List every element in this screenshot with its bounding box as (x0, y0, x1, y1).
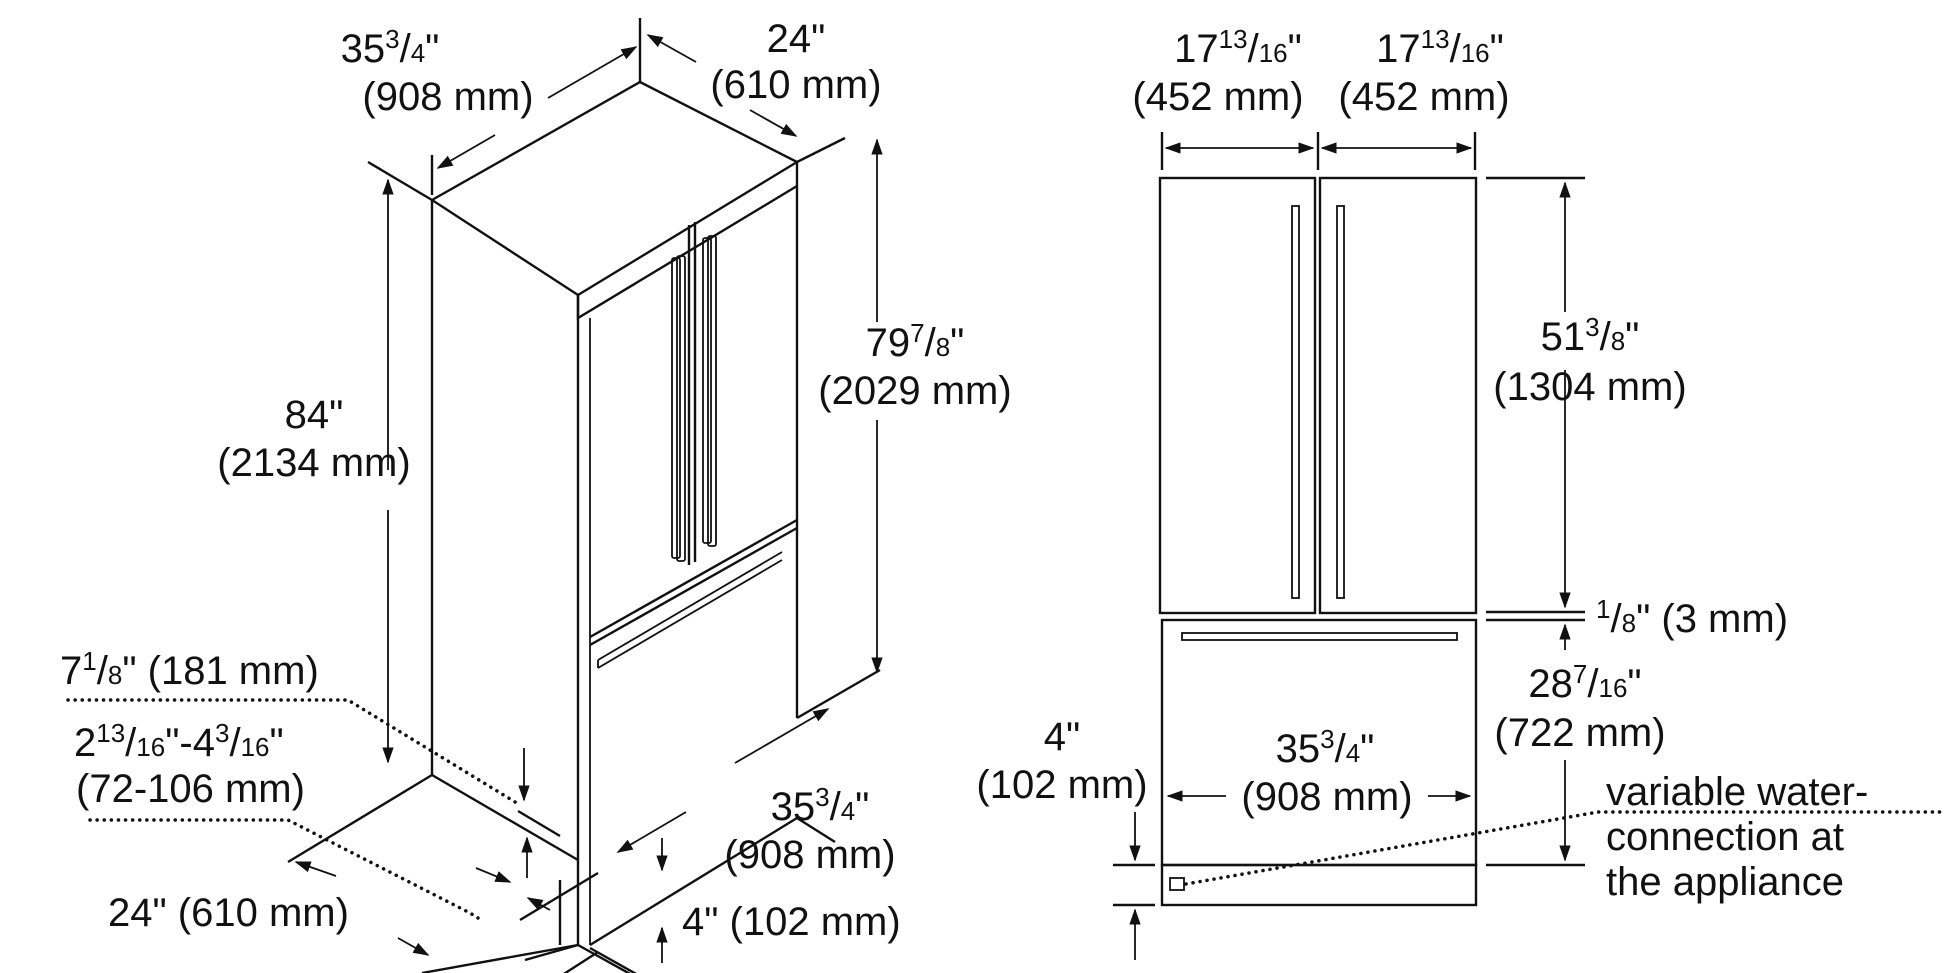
front-left-door-width-mm: (452 mm) (1132, 75, 1303, 119)
front-overall-width-label: 353/4" (1276, 724, 1375, 771)
iso-cabinet-height-mm: (2029 mm) (818, 369, 1011, 413)
iso-base-width-label: 353/4" (771, 782, 870, 829)
water-connection-note-line2: connection at (1606, 815, 1844, 859)
front-right-door-width-label: 1713/16" (1376, 24, 1504, 71)
front-dimension-arrows (1129, 142, 1571, 960)
water-connection-icon (1169, 877, 1185, 891)
water-connection-leader (1184, 810, 1946, 886)
iso-water-range-mm: (72-106 mm) (76, 767, 305, 811)
isometric-floor-lines (287, 18, 881, 973)
iso-top-depth-label: 24" (767, 17, 826, 61)
isometric-cabinet-outline (429, 80, 800, 945)
iso-top-width-mm: (908 mm) (362, 75, 533, 119)
water-offset-leader (66, 698, 522, 807)
front-left-door-width-label: 1713/16" (1174, 24, 1302, 71)
isometric-view: 353/4" (908 mm) 24" (610 mm) 84" (2134 m… (60, 17, 1012, 973)
iso-overall-height-mm: (2134 mm) (217, 441, 410, 485)
front-toe-kick-label: 4" (1044, 715, 1080, 759)
iso-base-width-mm: (908 mm) (724, 833, 895, 877)
front-drawer-height-mm: (722 mm) (1494, 711, 1665, 755)
front-cabinet (1158, 176, 1478, 907)
front-extension-lines (1113, 132, 1585, 907)
iso-water-range-label: 213/16"-43/16" (74, 718, 284, 765)
front-drawer-height-label: 287/16" (1528, 659, 1641, 706)
iso-top-depth-mm: (610 mm) (710, 63, 881, 107)
front-overall-width-mm: (908 mm) (1241, 775, 1412, 819)
iso-overall-height-label: 84" (285, 393, 344, 437)
iso-cabinet-height-label: 797/8" (866, 318, 965, 365)
isometric-dimension-arrows (294, 34, 883, 963)
water-connection-note-line3: the appliance (1606, 860, 1844, 904)
front-door-height-mm: (1304 mm) (1493, 365, 1686, 409)
front-door-height-label: 513/8" (1541, 312, 1640, 359)
iso-water-offset-label: 71/8" (181 mm) (60, 646, 319, 693)
front-right-door-width-mm: (452 mm) (1338, 75, 1509, 119)
front-toe-kick-mm: (102 mm) (976, 763, 1147, 807)
water-range-leader (88, 818, 480, 920)
front-gap-label: 1/8" (3 mm) (1596, 594, 1788, 641)
iso-toe-kick-label: 4" (102 mm) (682, 900, 901, 944)
front-view: 1713/16" (452 mm) 1713/16" (452 mm) 513/… (976, 24, 1946, 960)
water-connection-note-line1: variable water- (1606, 770, 1868, 814)
isometric-toe-kick (517, 809, 562, 945)
iso-top-width-label: 353/4" (341, 24, 440, 71)
iso-base-depth-label: 24" (610 mm) (108, 891, 349, 935)
isometric-handles (597, 235, 783, 669)
isometric-doors (576, 184, 798, 947)
